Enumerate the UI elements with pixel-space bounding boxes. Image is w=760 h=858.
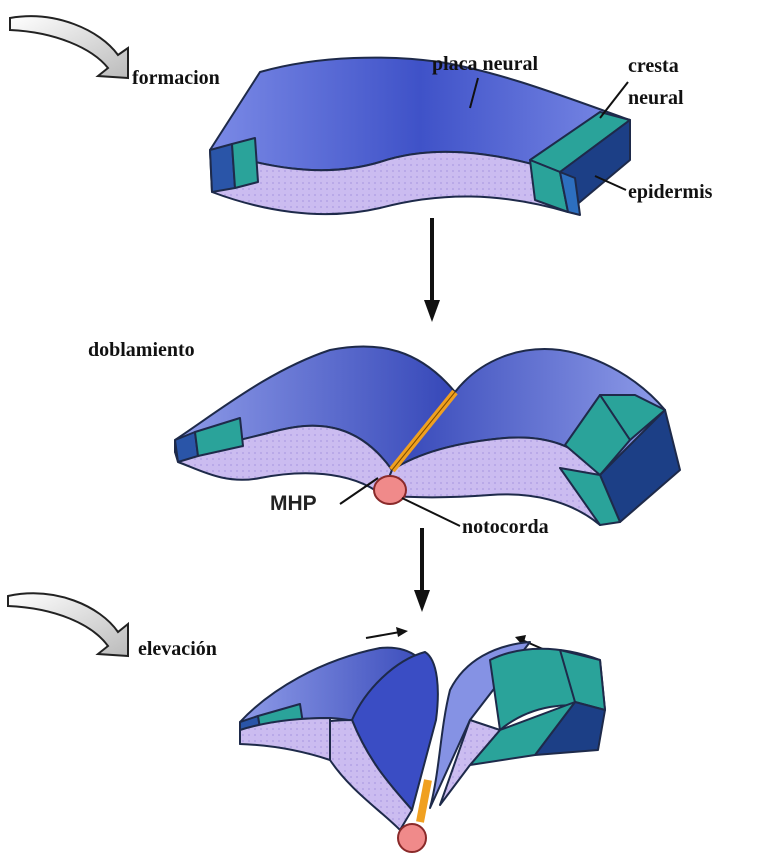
- stage-elevation-plate: [240, 642, 605, 830]
- leader-notocorda: [402, 498, 460, 526]
- leader-cresta-neural: [600, 82, 628, 118]
- notochord-bending: [374, 476, 406, 504]
- curved-arrow-icon: [10, 16, 128, 78]
- label-neural: neural: [628, 87, 684, 109]
- label-mhp: MHP: [270, 492, 317, 515]
- label-placa-neural: placa neural: [432, 53, 539, 75]
- label-elevacion: elevación: [138, 638, 217, 660]
- curved-arrow-icon-2: [8, 593, 128, 656]
- label-doblamiento: doblamiento: [88, 339, 195, 361]
- label-formacion: formacion: [132, 67, 220, 89]
- notochord-elevation: [398, 824, 426, 852]
- label-notocorda: notocorda: [462, 516, 549, 538]
- down-arrow-icon-2: [414, 528, 430, 612]
- stage-bending-plate: [175, 346, 680, 525]
- stage-formation-plate: [210, 58, 630, 215]
- label-epidermis: epidermis: [628, 181, 713, 203]
- inward-arrow-left-icon: [366, 627, 408, 638]
- down-arrow-icon: [424, 218, 440, 322]
- label-cresta: cresta: [628, 55, 679, 77]
